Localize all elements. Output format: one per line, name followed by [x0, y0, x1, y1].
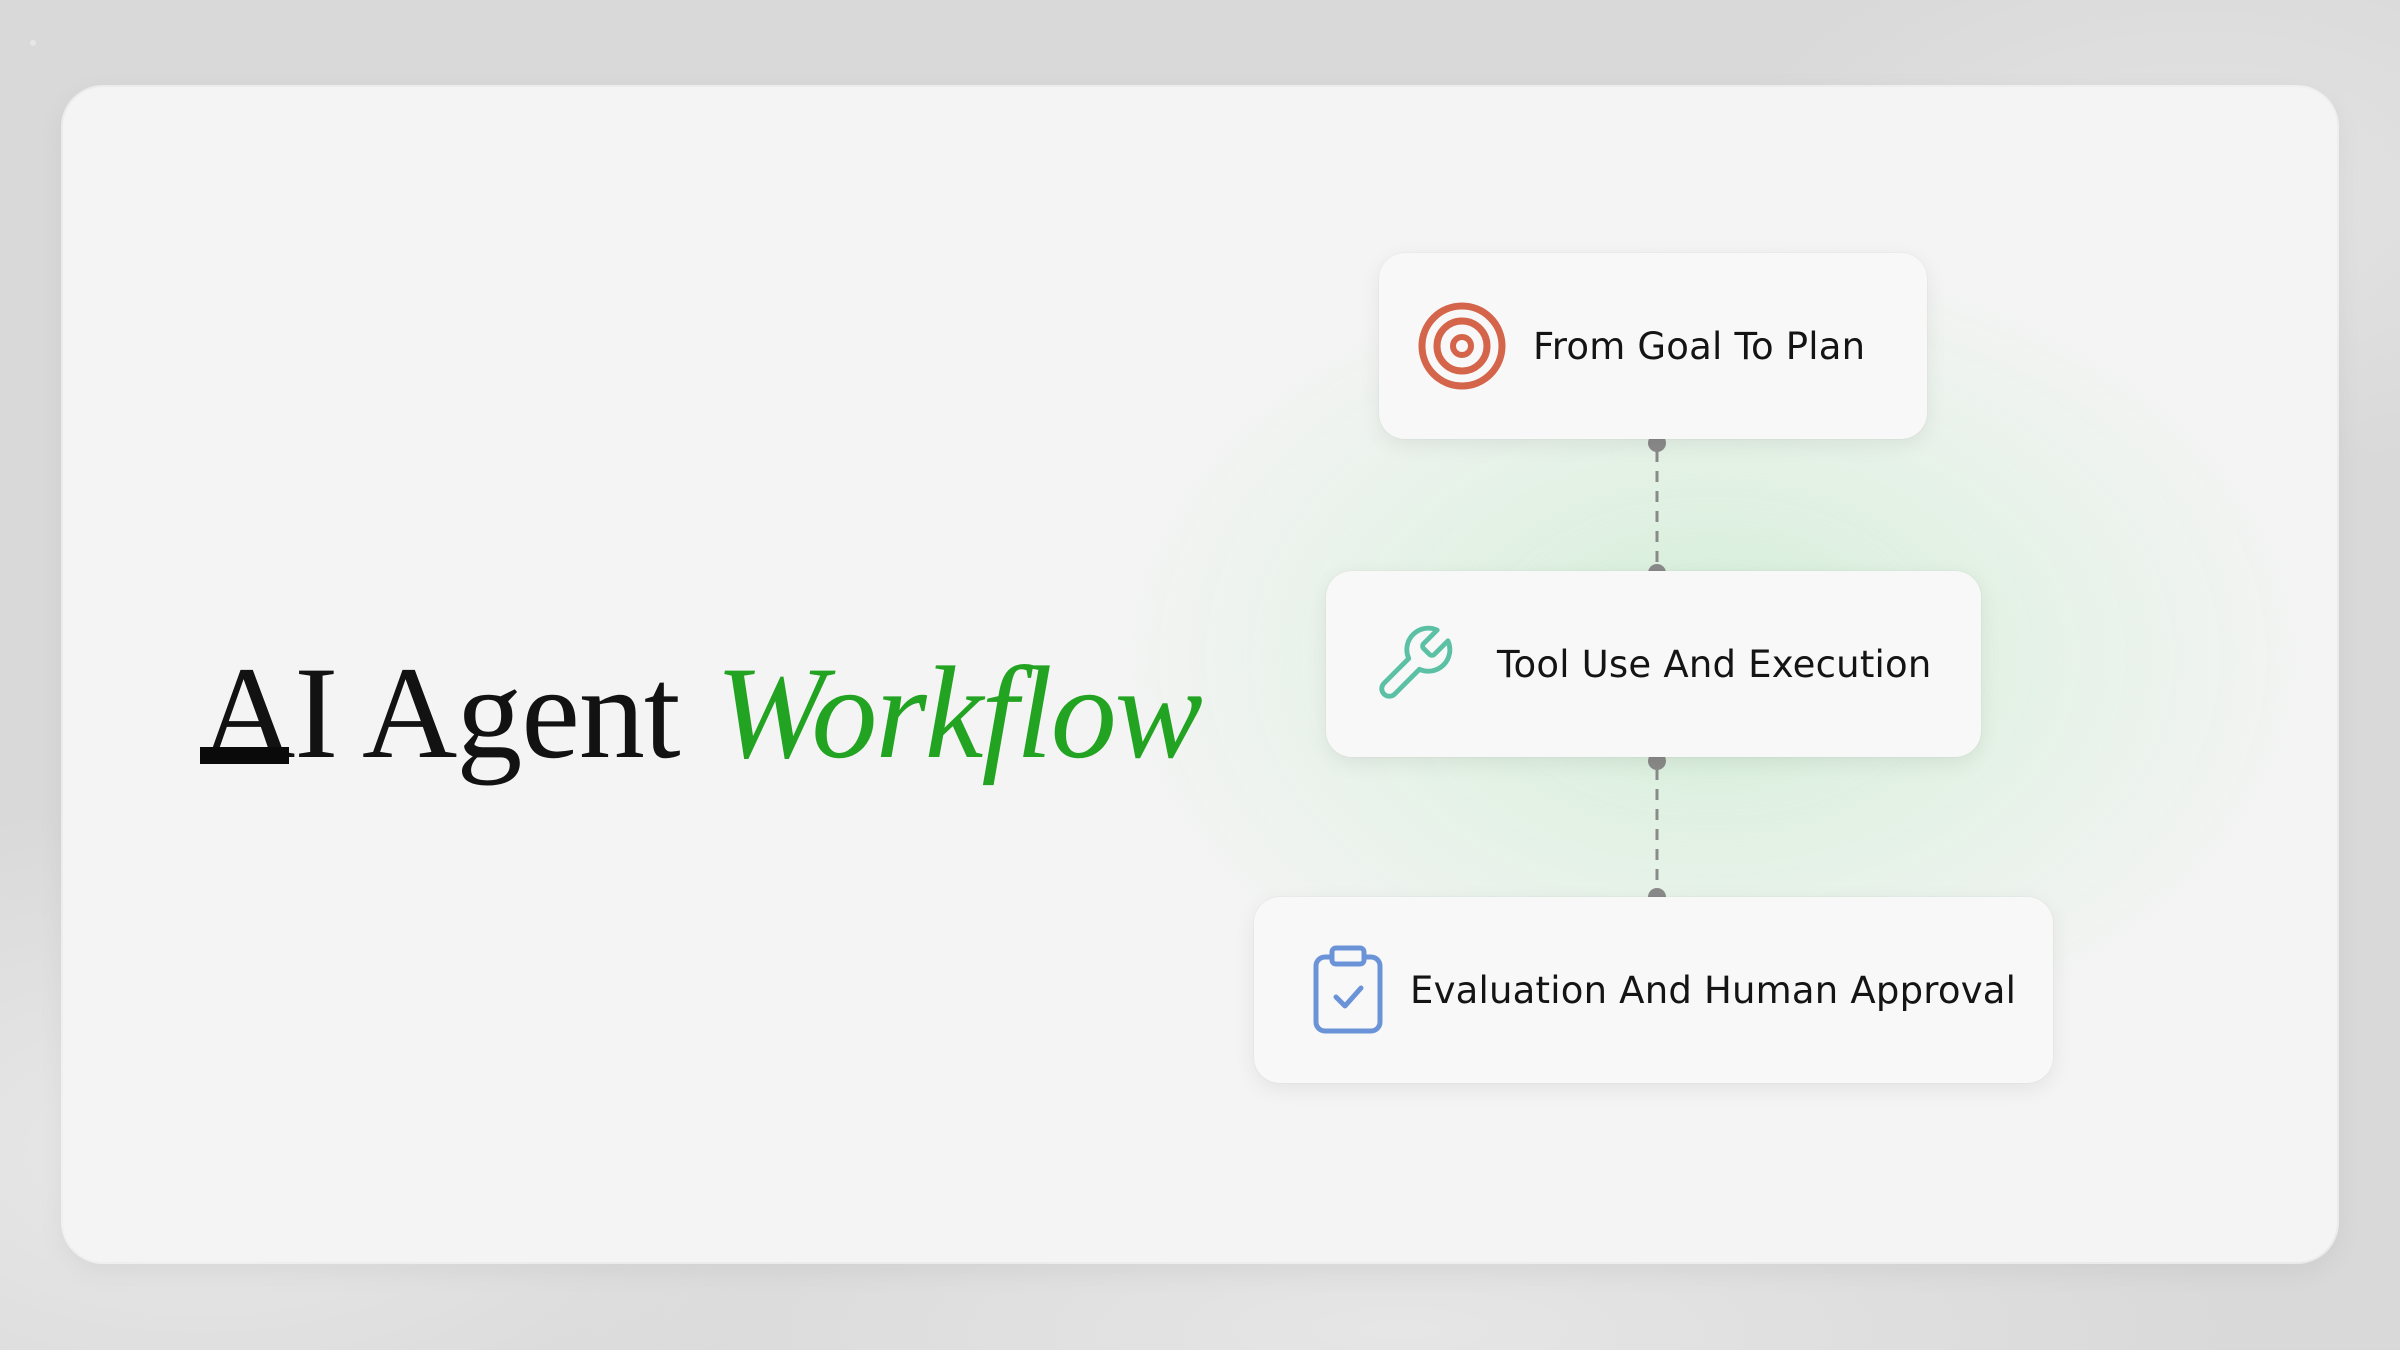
target-icon	[1417, 301, 1507, 391]
step-label: From Goal To Plan	[1533, 324, 1866, 368]
workflow-step-evaluation[interactable]: Evaluation And Human Approval	[1254, 897, 2053, 1083]
connector-1-2	[1648, 434, 1666, 582]
connector-2-3	[1648, 752, 1666, 906]
background-texture	[30, 40, 36, 46]
title-accent-text: Workflow	[715, 639, 1203, 786]
step-label: Evaluation And Human Approval	[1410, 968, 2017, 1012]
step-label: Tool Use And Execution	[1497, 642, 1932, 686]
workflow-step-goal-to-plan[interactable]: From Goal To Plan	[1379, 253, 1927, 439]
wrench-icon	[1371, 621, 1457, 707]
title-underline	[200, 747, 289, 764]
clipboard-check-icon	[1312, 945, 1384, 1035]
workflow-step-tool-use[interactable]: Tool Use And Execution	[1326, 571, 1981, 757]
